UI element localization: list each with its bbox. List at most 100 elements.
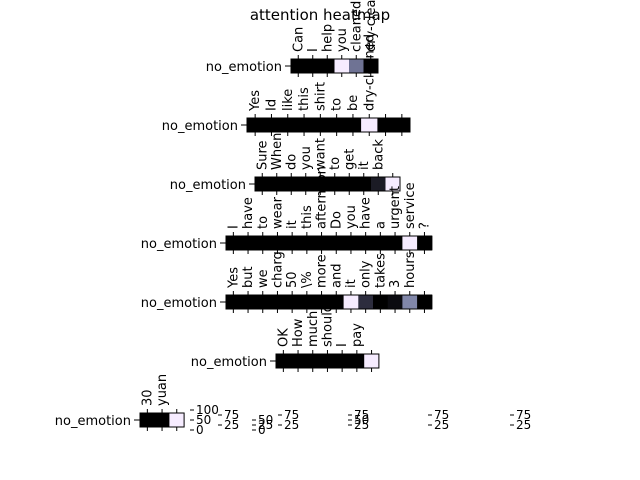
heatmap-cell — [402, 295, 418, 309]
token-label: it — [285, 220, 300, 229]
token-label: \% — [300, 271, 315, 288]
colorbar-tick-label: 25 — [258, 418, 273, 432]
heatmap-cell — [417, 236, 433, 250]
token-label: Yes — [226, 267, 241, 289]
token-label: I — [335, 343, 350, 347]
token-label: we — [256, 269, 271, 288]
heatmap-frame — [225, 294, 433, 310]
heatmap-cell — [417, 295, 433, 309]
token-label: I — [226, 225, 241, 229]
heatmap-cell — [387, 236, 403, 250]
heatmap-cell — [226, 295, 242, 309]
heatmap-cell — [291, 59, 306, 73]
token-label: it — [344, 279, 359, 288]
token-label: help — [320, 24, 335, 52]
token-label: Can — [291, 27, 306, 52]
heatmap-cell — [298, 177, 314, 191]
token-label: have — [359, 197, 374, 229]
token-label: Sure — [255, 140, 270, 170]
heatmap-cell — [358, 295, 374, 309]
row-label: no_emotion — [141, 296, 217, 311]
token-label: hours — [403, 251, 418, 288]
heatmap-cell — [343, 236, 359, 250]
colorbar-tick-label: 75 — [284, 408, 299, 422]
token-label: to — [330, 98, 345, 111]
heatmap-cell — [305, 59, 321, 73]
colorbar-tick-label: 25 — [354, 418, 369, 432]
colorbar-tick-label: 0 — [258, 423, 266, 437]
heatmap-cell — [313, 177, 328, 191]
token-label: Do — [329, 211, 344, 229]
heatmap-cell — [344, 118, 362, 132]
colorbar-tick-label: 25 — [516, 418, 531, 432]
heatmap-cell — [240, 236, 256, 250]
heatmap-cell — [320, 59, 335, 73]
row-label: no_emotion — [162, 119, 238, 134]
token-label: a — [373, 221, 388, 229]
heatmap-cell — [328, 236, 345, 250]
token-label: 30 — [140, 389, 155, 406]
token-label: service — [403, 182, 418, 229]
token-label: you — [344, 205, 359, 229]
token-label: takes — [373, 253, 388, 288]
heatmap-cell — [373, 236, 389, 250]
colorbar-tick-label: 75 — [224, 408, 239, 422]
colorbar-tick-label: 50 — [258, 413, 273, 427]
token-label: afternoon — [315, 166, 330, 229]
heatmap-cell — [377, 118, 395, 132]
token-label: want — [313, 138, 328, 170]
token-label: like — [281, 89, 296, 111]
heatmap-cell — [312, 118, 329, 132]
heatmap-cell — [343, 295, 359, 309]
token-label: 3 — [388, 280, 403, 288]
heatmap-cell — [314, 236, 330, 250]
heatmap-cell — [358, 236, 374, 250]
heatmap-cell — [305, 354, 321, 368]
heatmap-cell — [334, 354, 350, 368]
token-label: get — [342, 149, 357, 170]
colorbar-tick-label: 25 — [434, 418, 449, 432]
token-label: How — [291, 318, 306, 347]
token-label: shirt — [313, 82, 328, 111]
colorbar-tick-label: 75 — [516, 408, 531, 422]
heatmap-frame — [246, 117, 411, 133]
token-label: this — [300, 205, 315, 229]
heatmap-cell — [263, 118, 281, 132]
heatmap-frame — [254, 176, 401, 192]
colorbar-tick-label: 0 — [196, 423, 204, 437]
heatmap-cell — [299, 236, 315, 250]
heatmap-cell — [270, 295, 286, 309]
colorbar-tick-label: 75 — [354, 408, 369, 422]
heatmap-cell — [276, 354, 292, 368]
heatmap-cell — [270, 236, 286, 250]
token-label: cleaned — [349, 1, 364, 52]
heatmap-cell — [364, 354, 380, 368]
token-label: charge — [270, 243, 285, 288]
colorbar-tick-label: 50 — [354, 413, 369, 427]
heatmap-cell — [290, 354, 306, 368]
heatmap-cell — [342, 177, 357, 191]
row-label: no_emotion — [141, 237, 217, 252]
token-label: yuan — [155, 374, 170, 406]
colorbar-tick-label: 25 — [284, 418, 299, 432]
heatmap-cell — [328, 295, 345, 309]
token-label: to — [328, 157, 343, 170]
token-label: wear — [270, 196, 285, 229]
token-label: should — [320, 304, 335, 347]
token-label: it — [357, 161, 372, 170]
token-label: be — [346, 95, 361, 111]
row-label: no_emotion — [206, 60, 282, 75]
chart-title: attention heatmap — [249, 6, 391, 24]
token-label: back — [371, 139, 386, 170]
heatmap-cell — [349, 354, 365, 368]
token-label: to — [256, 216, 271, 229]
heatmap-cell — [255, 236, 271, 250]
